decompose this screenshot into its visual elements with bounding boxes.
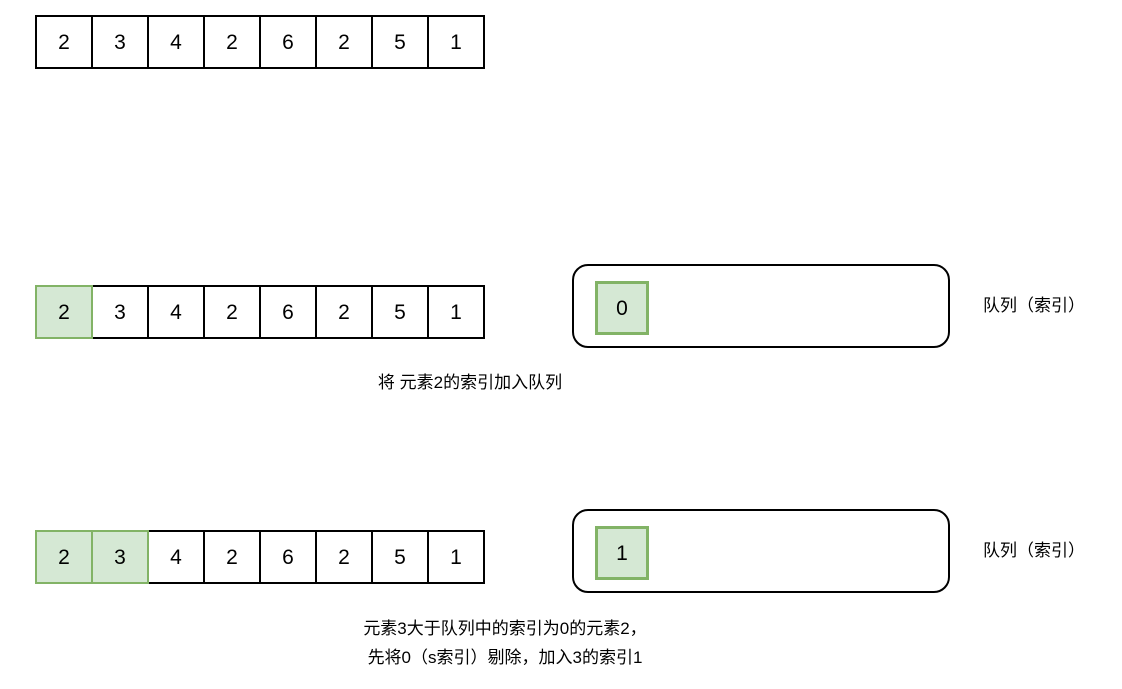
array-cell[interactable]: 2 [203, 285, 261, 339]
array-cell[interactable]: 1 [427, 15, 485, 69]
array-row-step-2: 2 3 4 2 6 2 5 1 [35, 530, 485, 584]
array-cell[interactable]: 1 [427, 530, 485, 584]
array-cell[interactable]: 3 [91, 15, 149, 69]
array-cell[interactable]: 6 [259, 285, 317, 339]
array-cell[interactable]: 2 [203, 530, 261, 584]
queue-item[interactable]: 1 [595, 526, 649, 580]
array-cell[interactable]: 2 [315, 530, 373, 584]
array-cell-highlighted[interactable]: 2 [35, 285, 93, 339]
array-cell[interactable]: 6 [259, 15, 317, 69]
caption-step-2: 元素3大于队列中的索引为0的元素2， 先将0（s索引）剔除，加入3的索引1 [0, 614, 1010, 672]
array-cell[interactable]: 5 [371, 285, 429, 339]
array-cell[interactable]: 6 [259, 530, 317, 584]
array-cell-highlighted[interactable]: 3 [91, 530, 149, 584]
array-cell[interactable]: 4 [147, 15, 205, 69]
queue-label-step-2: 队列（索引） [983, 541, 1085, 560]
array-cell[interactable]: 5 [371, 530, 429, 584]
queue-box-step-1: 0 [572, 264, 950, 348]
array-cell[interactable]: 3 [91, 285, 149, 339]
caption-step-1: 将 元素2的索引加入队列 [0, 368, 940, 397]
array-row-initial: 2 3 4 2 6 2 5 1 [35, 15, 485, 69]
array-cell[interactable]: 2 [315, 15, 373, 69]
array-cell[interactable]: 2 [203, 15, 261, 69]
array-row-step-1: 2 3 4 2 6 2 5 1 [35, 285, 485, 339]
queue-box-step-2: 1 [572, 509, 950, 593]
array-cell[interactable]: 4 [147, 530, 205, 584]
array-cell[interactable]: 2 [35, 15, 93, 69]
caption-line: 元素3大于队列中的索引为0的元素2， [363, 619, 647, 638]
array-cell-highlighted[interactable]: 2 [35, 530, 93, 584]
caption-line: 将 元素2的索引加入队列 [377, 373, 563, 392]
array-cell[interactable]: 1 [427, 285, 485, 339]
caption-line: 先将0（s索引）剔除，加入3的索引1 [367, 648, 643, 667]
queue-item[interactable]: 0 [595, 281, 649, 335]
array-cell[interactable]: 5 [371, 15, 429, 69]
array-cell[interactable]: 2 [315, 285, 373, 339]
array-cell[interactable]: 4 [147, 285, 205, 339]
queue-label-step-1: 队列（索引） [983, 296, 1085, 315]
